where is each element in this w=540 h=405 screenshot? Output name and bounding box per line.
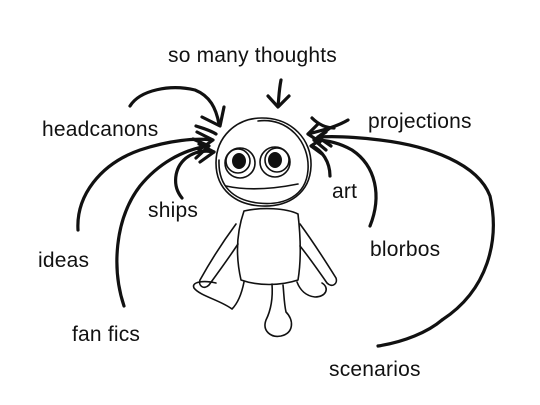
- figure-left-leg: [192, 280, 245, 310]
- label-ships: ships: [148, 199, 199, 222]
- label-scenarios: scenarios: [329, 358, 421, 381]
- arrow-scenarios: [316, 135, 495, 322]
- arrow-headcanons-short: [194, 124, 218, 136]
- arrow-fan-fics-head: [191, 137, 211, 160]
- figure-mouth: [225, 183, 299, 190]
- figure-right-foot: [296, 281, 327, 298]
- arrow-fan-fics: [115, 144, 210, 308]
- label-headcanons: headcanons: [42, 118, 159, 141]
- figure-left-arm: [198, 223, 239, 288]
- figure-right-pupil: [268, 152, 282, 168]
- arrow-headcanons-head: [200, 105, 226, 128]
- figure-body: [236, 207, 302, 286]
- figure-right-arm: [299, 223, 338, 286]
- figure-left-pupil: [232, 153, 246, 169]
- label-fan-fics: fan fics: [72, 323, 141, 346]
- figure-right-eye-rim-sketch: [264, 147, 290, 173]
- figure-head-sketch-line: [218, 119, 309, 205]
- arrow-headcanons: [128, 86, 221, 126]
- figure-left-eye-rim: [224, 147, 256, 179]
- arrow-so-many-thoughts: [276, 78, 283, 108]
- arrow-scenarios-tail: [376, 318, 444, 348]
- thought-arrows: [76, 78, 495, 348]
- label-projections: projections: [368, 110, 472, 133]
- label-blorbos: blorbos: [370, 238, 441, 261]
- stick-figure: [192, 117, 338, 338]
- figure-right-eye-rim: [259, 146, 291, 178]
- figure-left-eye-rim-sketch: [225, 148, 251, 174]
- figure-head: [215, 117, 312, 207]
- label-so-many-thoughts: so many thoughts: [168, 44, 337, 67]
- label-art: art: [332, 180, 358, 203]
- arrow-projections-extra: [310, 116, 336, 130]
- label-ideas: ideas: [38, 249, 90, 272]
- figure-right-leg: [264, 283, 293, 338]
- arrow-scenarios-head: [316, 126, 333, 148]
- arrow-so-many-thoughts-head: [266, 94, 291, 109]
